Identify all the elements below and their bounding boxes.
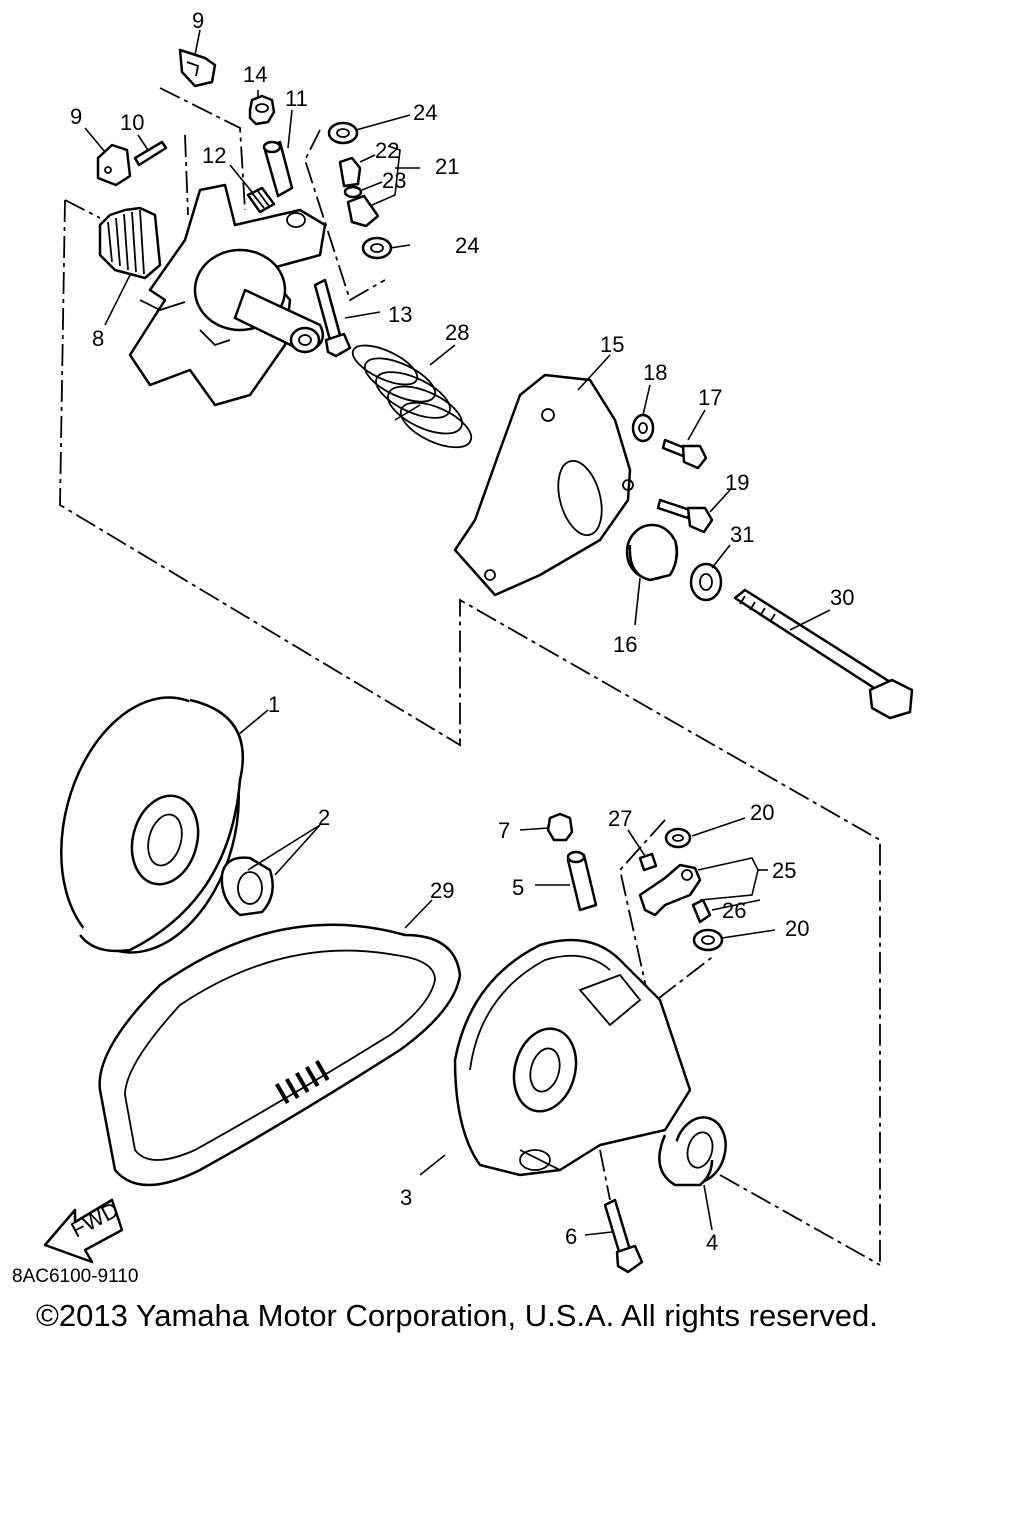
nut-part-7 <box>546 812 574 842</box>
callout-4: 4 <box>706 1230 718 1255</box>
diagram-code: 8AC6100-9110 <box>12 1266 139 1287</box>
callout-13: 13 <box>388 302 412 327</box>
callout-9-upper: 9 <box>192 8 204 33</box>
copyright-notice: ©2013 Yamaha Motor Corporation, U.S.A. A… <box>36 1298 878 1333</box>
bolt-part-17 <box>661 438 708 470</box>
pin-part-10 <box>133 140 168 167</box>
screw-part-12 <box>246 186 276 214</box>
callout-21: 21 <box>435 154 459 179</box>
callout-28: 28 <box>445 320 469 345</box>
callout-1: 1 <box>268 692 280 717</box>
nut-part-14 <box>248 94 276 126</box>
callout-17: 17 <box>698 385 722 410</box>
assembly-guide-lines <box>59 87 881 1266</box>
callout-16: 16 <box>613 632 637 657</box>
washer-part-24-upper <box>327 121 359 145</box>
callout-3: 3 <box>400 1185 412 1210</box>
callout-5: 5 <box>512 875 524 900</box>
washer-part-24-lower <box>361 236 393 260</box>
washer-part-31 <box>689 562 723 602</box>
callout-10: 10 <box>120 110 144 135</box>
callout-23: 23 <box>382 168 406 193</box>
washer-part-18 <box>631 413 655 443</box>
callout-30: 30 <box>830 585 854 610</box>
arm-part-25 <box>638 863 702 917</box>
pin-part-5 <box>566 850 598 912</box>
cap-part-15 <box>453 373 634 597</box>
callout-15: 15 <box>600 332 624 357</box>
callout-22: 22 <box>375 138 399 163</box>
bushing-part-21 <box>346 194 380 228</box>
bolt-part-6 <box>603 1198 644 1274</box>
callout-31: 31 <box>730 522 754 547</box>
screw-part-27 <box>638 852 658 872</box>
collar-part-26 <box>691 898 712 924</box>
bushing-part-4 <box>658 1116 727 1187</box>
callout-numbers: 1 2 3 4 5 6 7 8 9 9 10 11 12 13 14 15 16… <box>70 8 854 1255</box>
pin-part-11 <box>262 140 294 198</box>
callout-29: 29 <box>430 878 454 903</box>
washer-part-20-lower <box>692 928 724 952</box>
weight-part-9-lower <box>96 143 132 187</box>
callout-24-lower: 24 <box>455 233 479 258</box>
callout-20-lower: 20 <box>785 916 809 941</box>
bushing-part-16 <box>625 523 679 582</box>
callout-27: 27 <box>608 806 632 831</box>
bolt-part-13 <box>313 278 352 358</box>
v-belt-part-29 <box>98 923 462 1187</box>
callout-20-upper: 20 <box>750 800 774 825</box>
callout-2: 2 <box>318 805 330 830</box>
callout-8: 8 <box>92 326 104 351</box>
callout-18: 18 <box>643 360 667 385</box>
leader-lines <box>84 29 831 1236</box>
callout-14: 14 <box>243 62 267 87</box>
washer-part-20-upper <box>664 827 692 849</box>
callout-6: 6 <box>565 1224 577 1249</box>
sliding-sheave-part-3 <box>453 938 692 1177</box>
callout-19: 19 <box>725 470 749 495</box>
collar-part-23 <box>343 185 363 199</box>
bolt-part-19 <box>656 498 714 534</box>
bushing-part-2 <box>220 856 274 917</box>
callout-24-upper: 24 <box>413 100 437 125</box>
callout-25: 25 <box>772 858 796 883</box>
roller-part-22 <box>338 156 362 188</box>
weight-part-9-upper <box>178 48 217 88</box>
callout-26: 26 <box>722 898 746 923</box>
exploded-parts-diagram: FWD <box>43 8 914 1274</box>
bolt-part-30 <box>733 588 914 720</box>
callout-12: 12 <box>202 143 226 168</box>
callout-7: 7 <box>498 818 510 843</box>
fixed-sheave-part-1 <box>60 696 245 954</box>
callout-11: 11 <box>285 86 308 111</box>
sliding-sheave-hub-part-8 <box>98 183 327 407</box>
callout-9-lower: 9 <box>70 104 82 129</box>
spring-part-28 <box>351 344 473 449</box>
fwd-arrow-icon: FWD <box>43 1197 124 1264</box>
